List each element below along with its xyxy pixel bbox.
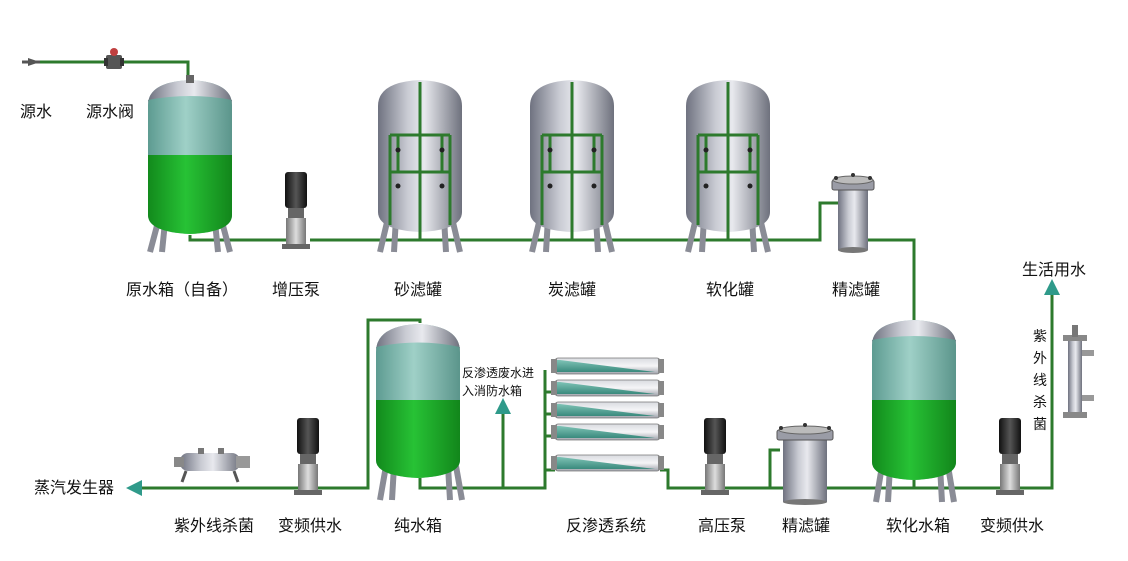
source-valve-icon bbox=[104, 48, 124, 69]
label-pure-water-tank: 纯水箱 bbox=[393, 516, 443, 535]
label-precision-filter-top: 精滤罐 bbox=[831, 280, 881, 299]
label-domestic-water: 生活用水 bbox=[1021, 260, 1087, 279]
label-steam-generator: 蒸汽发生器 bbox=[34, 478, 115, 497]
label-carbon-filter: 炭滤罐 bbox=[547, 280, 597, 299]
softened-water-tank-icon bbox=[872, 320, 957, 503]
uv-sterilizer-vertical-icon bbox=[1063, 325, 1094, 418]
label-precision-filter-bottom: 精滤罐 bbox=[781, 516, 831, 535]
label-vfd-supply-left: 变频供水 bbox=[277, 516, 343, 535]
high-pressure-pump-icon bbox=[701, 418, 729, 495]
sand-filter-icon bbox=[377, 80, 463, 253]
pipe-ro-to-pure-tank bbox=[418, 470, 547, 490]
pipe-ro-waste bbox=[501, 410, 545, 490]
pipe-sand-to-carbon bbox=[418, 230, 574, 242]
flow-arrows bbox=[22, 58, 1060, 496]
vfd-pump-left-icon bbox=[294, 418, 322, 495]
label-softener: 软化罐 bbox=[705, 280, 755, 299]
pure-water-tank-icon bbox=[376, 324, 465, 501]
booster-pump-icon bbox=[282, 172, 310, 249]
ro-membrane-tube bbox=[551, 454, 664, 472]
ro-membrane-tube bbox=[551, 379, 664, 397]
label-source-valve: 源水阀 bbox=[86, 102, 135, 121]
label-ro-system: 反渗透系统 bbox=[565, 516, 647, 535]
precision-filter-bottom-icon bbox=[776, 423, 834, 505]
raw-water-tank-icon bbox=[147, 75, 233, 253]
pipe-hp-to-ro bbox=[660, 468, 710, 490]
label-uv-bottom: 紫外线杀菌 bbox=[173, 516, 255, 535]
ro-membrane-tube bbox=[551, 423, 664, 441]
label-raw-tank: 原水箱（自备） bbox=[125, 280, 239, 299]
pipe-precision-bottom-loop bbox=[768, 448, 783, 490]
pipe-precision-to-softened-tank bbox=[868, 238, 916, 325]
pipe-pump-to-sand bbox=[310, 230, 422, 242]
label-sand-filter: 砂滤罐 bbox=[393, 280, 443, 299]
label-uv-vertical: 紫外线杀菌 bbox=[1033, 329, 1047, 433]
vfd-pump-right-icon bbox=[996, 418, 1024, 495]
softener-icon bbox=[685, 80, 771, 253]
label-booster-pump: 增压泵 bbox=[271, 280, 321, 299]
label-ro-waste-1: 反渗透废水进 bbox=[462, 366, 535, 380]
ro-membrane-tube bbox=[551, 401, 664, 419]
source-arrow-head bbox=[28, 58, 40, 66]
label-source-water: 源水 bbox=[20, 102, 53, 121]
pipe-pure-tank-outlet bbox=[312, 318, 422, 490]
precision-filter-top-icon bbox=[831, 173, 875, 253]
pipe-softened-to-vfd bbox=[912, 480, 1010, 490]
pipe-vfd-to-domestic bbox=[1015, 290, 1054, 490]
label-vfd-supply-right: 变频供水 bbox=[979, 516, 1045, 535]
ro-membranes bbox=[551, 357, 664, 472]
pipe-raw-to-pump bbox=[188, 235, 300, 242]
steam-generator-icon bbox=[174, 448, 250, 483]
ro-membrane-tube bbox=[551, 357, 664, 375]
pipe-softener-to-precision bbox=[728, 201, 838, 242]
label-ro-waste-2: 入消防水箱 bbox=[462, 384, 523, 398]
carbon-filter-icon bbox=[529, 80, 615, 253]
label-softened-water-tank: 软化水箱 bbox=[885, 516, 951, 535]
filter-tanks-top bbox=[377, 80, 771, 253]
label-high-pressure-pump: 高压泵 bbox=[697, 516, 747, 535]
